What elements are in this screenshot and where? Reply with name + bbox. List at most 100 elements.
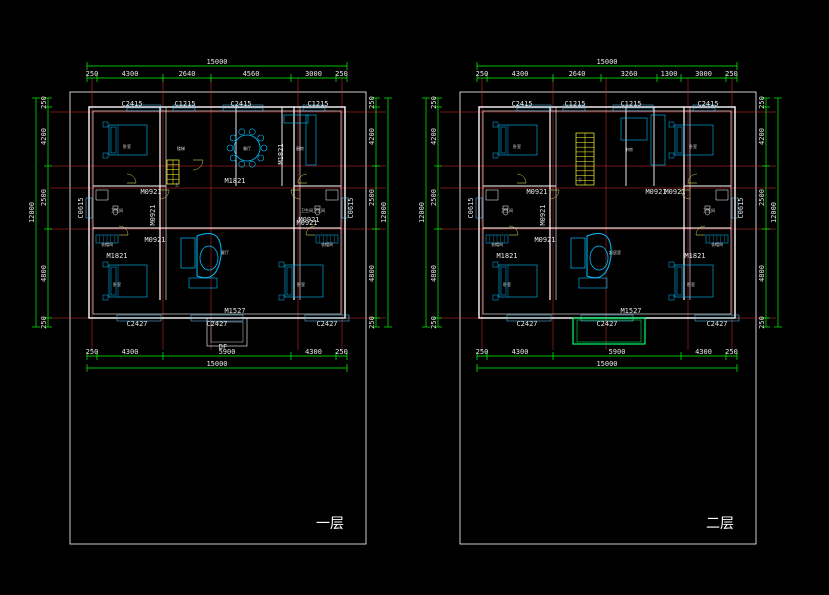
dimension-text: 4800	[40, 265, 48, 282]
room-label: 卧室	[513, 143, 521, 149]
door-label: M0921	[534, 236, 555, 244]
door-label: M0921	[539, 204, 547, 225]
entry-steps	[206, 317, 248, 347]
bed-furniture	[278, 261, 324, 301]
door-label: M1527	[224, 307, 245, 315]
stair-direction-label: 上	[175, 181, 179, 187]
bed-pillow	[110, 266, 117, 296]
room-label: 餐厅	[243, 145, 251, 151]
door-swing	[680, 189, 691, 200]
nightstand	[492, 121, 499, 128]
dimension-text: 2500	[40, 189, 48, 206]
dimension-text: 4300	[305, 348, 322, 356]
dimension-text: 250	[40, 96, 48, 109]
room-label: 厨房	[296, 145, 304, 151]
door-arc	[549, 189, 560, 200]
balcony-inner	[576, 319, 642, 343]
room-label: 楼梯	[177, 145, 185, 151]
dimension-text: 250	[86, 348, 99, 356]
dimension-text: 1300	[661, 70, 678, 78]
dimension-total-text: 12000	[28, 202, 36, 223]
bathroom-sink	[95, 189, 109, 201]
bed-furniture	[668, 261, 714, 301]
room-label: 卫生间	[111, 207, 123, 213]
nightstand	[492, 261, 499, 268]
door-arc	[118, 225, 129, 236]
dimension-text: 2500	[368, 189, 376, 206]
windows	[475, 104, 740, 322]
window-side-right	[731, 197, 739, 219]
dimension-text: 4300	[695, 348, 712, 356]
window-label: C2427	[596, 320, 617, 328]
room-label: 卫生间	[501, 207, 513, 213]
dining-chair	[257, 154, 265, 162]
room-label: 衣帽间	[101, 241, 113, 247]
wardrobe	[95, 234, 119, 244]
door-swing	[516, 173, 527, 184]
stair-direction-label: 下	[578, 178, 582, 183]
door-arc	[159, 189, 170, 200]
window-label: C1215	[174, 100, 195, 108]
room-label: 衣帽间	[711, 241, 723, 247]
dimension-total-text: 15000	[206, 58, 227, 66]
room-label: 卧室	[689, 143, 697, 149]
dining-chair	[229, 134, 237, 142]
nightstand	[492, 294, 499, 301]
dimension-left-total: 12000	[28, 97, 40, 328]
dimension-text: 4300	[512, 70, 529, 78]
nightstand	[102, 152, 109, 159]
dining-chair	[248, 128, 256, 136]
dimension-text: 2640	[569, 70, 586, 78]
door-swing	[159, 189, 170, 200]
dimension-text: 4800	[430, 265, 438, 282]
window-label: C0615	[347, 197, 355, 218]
door-arc	[297, 173, 308, 184]
door-swing	[687, 173, 698, 184]
entry-steps-inner	[210, 321, 244, 343]
dimension-text: 250	[368, 96, 376, 109]
bed-furniture	[102, 121, 148, 159]
nightstand	[102, 261, 109, 268]
nightstand	[278, 294, 285, 301]
door-label: M1821	[224, 177, 245, 185]
room-label: 客厅	[221, 249, 229, 255]
bathroom-sink	[715, 189, 729, 201]
room-label: 卫生间	[703, 207, 715, 213]
door-swing	[192, 159, 204, 171]
dimension-text: 250	[758, 96, 766, 109]
door-swing	[126, 173, 137, 184]
bed-outline	[108, 264, 148, 298]
dimension-top-total: 15000	[476, 58, 738, 70]
bed-pillow	[500, 126, 507, 154]
dimension-total-text: 15000	[596, 360, 617, 368]
dimension-text: 250	[725, 348, 738, 356]
dimension-text: 4300	[122, 348, 139, 356]
door-arc	[687, 173, 698, 184]
exterior-wall-inner	[92, 110, 342, 315]
door-arc	[680, 189, 691, 200]
window-label: C1215	[564, 100, 585, 108]
dimension-left-total: 12000	[418, 97, 430, 328]
door-label: M1821	[496, 252, 517, 260]
wardrobe	[705, 234, 729, 244]
kitchen-counter	[283, 114, 309, 124]
door-arc	[516, 173, 527, 184]
door-swing	[297, 173, 308, 184]
toilet-bowl	[112, 208, 119, 216]
dimension-text: 4200	[758, 128, 766, 145]
toilet-bowl	[314, 208, 321, 216]
toilet	[704, 205, 711, 216]
dining-chair	[238, 128, 246, 136]
window-label: C2427	[316, 320, 337, 328]
room-label: 起居室	[609, 249, 621, 255]
bathroom-sink	[325, 189, 339, 201]
dimension-text: 3000	[305, 70, 322, 78]
toilet	[314, 205, 321, 216]
dimension-text: 250	[86, 70, 99, 78]
room-label: 书房	[625, 146, 633, 152]
